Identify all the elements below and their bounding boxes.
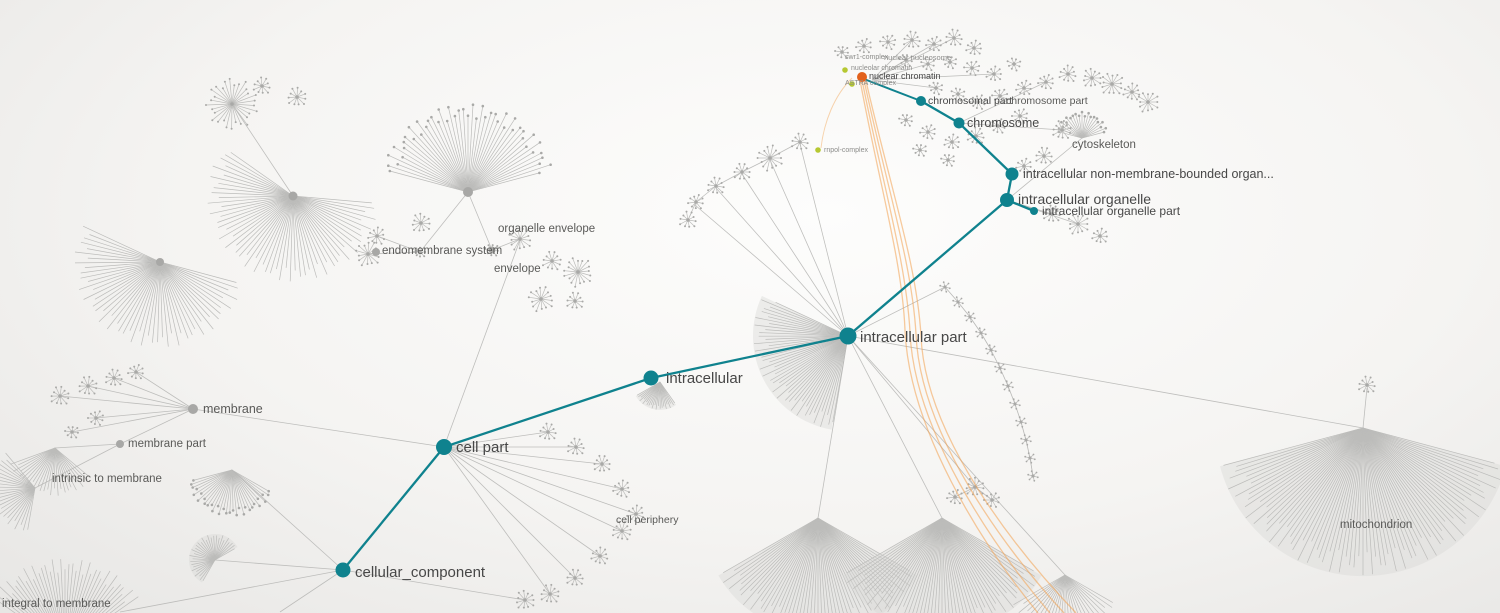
graph-node-intracellular-non-membrane-bounded-organelle[interactable]	[1005, 167, 1019, 181]
term-label[interactable]: integral to membrane	[2, 598, 111, 610]
term-label-intracellular-part[interactable]: intracellular part	[860, 329, 968, 346]
term-label-intracellular-non-membrane-bounded-organelle[interactable]: intracellular non-membrane-bounded organ…	[1023, 167, 1274, 181]
gray-graph-node[interactable]	[288, 191, 298, 201]
gray-graph-node[interactable]	[156, 258, 164, 266]
graph-node-cell-part[interactable]	[436, 439, 452, 455]
term-label-intracellular-organelle-part[interactable]: intracellular organelle part	[1042, 204, 1181, 218]
node-bursts	[50, 28, 1376, 609]
term-label[interactable]: membrane	[203, 402, 263, 416]
term-label-cell-part[interactable]: cell part	[456, 439, 509, 456]
gray-edges	[34, 37, 1368, 613]
highlighted-node-green[interactable]	[842, 67, 848, 73]
term-label[interactable]: cell periphery	[616, 514, 679, 526]
highlighted-node-green[interactable]	[849, 81, 855, 87]
gray-graph-node[interactable]	[188, 404, 198, 414]
graph-node-chromosome[interactable]	[953, 117, 965, 129]
gray-graph-node[interactable]	[488, 246, 496, 254]
graph-node-chromosomal-part[interactable]	[916, 96, 926, 106]
term-label[interactable]: nucleolar chromatin	[851, 65, 912, 72]
graph-node-intracellular-part[interactable]	[839, 327, 857, 345]
highlight-path-orange	[820, 77, 1077, 613]
term-label[interactable]: nuclear nucleosome	[884, 53, 951, 62]
term-label-chromosomal-part[interactable]: chromosomal part	[928, 95, 1012, 107]
term-label[interactable]: organelle envelope	[498, 223, 595, 235]
term-label[interactable]: swr1-complex	[845, 54, 889, 61]
term-label[interactable]: nuclear chromatin	[869, 71, 941, 81]
highlighted-node-green[interactable]	[815, 147, 821, 153]
term-label-intracellular[interactable]: intracellular	[666, 370, 743, 387]
term-label[interactable]: endomembrane system	[382, 245, 502, 257]
labels-layer: cellular_component cell part intracellular…	[2, 53, 1412, 610]
term-label-cellular_component[interactable]: cellular_component	[355, 564, 486, 581]
graph-node-cellular_component[interactable]	[335, 562, 351, 578]
graph-node-intracellular-organelle[interactable]	[1000, 193, 1014, 207]
highlighted-node-nuclear-chromatin[interactable]	[857, 72, 867, 82]
fan-clusters	[0, 103, 1500, 613]
term-label[interactable]: cytoskeleton	[1072, 139, 1136, 151]
term-label[interactable]: rnpol-complex	[824, 147, 868, 154]
graph-node-intracellular[interactable]	[643, 370, 659, 386]
term-label[interactable]: mitochondrion	[1340, 519, 1412, 531]
term-label[interactable]: chromosome part	[1006, 95, 1088, 107]
term-label-intracellular-organelle[interactable]: intracellular organelle	[1018, 191, 1151, 207]
gray-graph-node[interactable]	[463, 187, 473, 197]
term-label[interactable]: intrinsic to membrane	[52, 473, 162, 485]
term-label[interactable]: membrane part	[128, 438, 207, 450]
selected-path	[335, 67, 1038, 578]
graph-node-intracellular-organelle-part[interactable]	[1030, 207, 1038, 215]
gray-graph-node[interactable]	[372, 248, 380, 256]
term-label[interactable]: ASTRA complex	[845, 80, 896, 87]
gray-graph-node[interactable]	[116, 440, 124, 448]
term-label-chromosome[interactable]: chromosome	[967, 116, 1039, 130]
term-label[interactable]: envelope	[494, 263, 541, 275]
